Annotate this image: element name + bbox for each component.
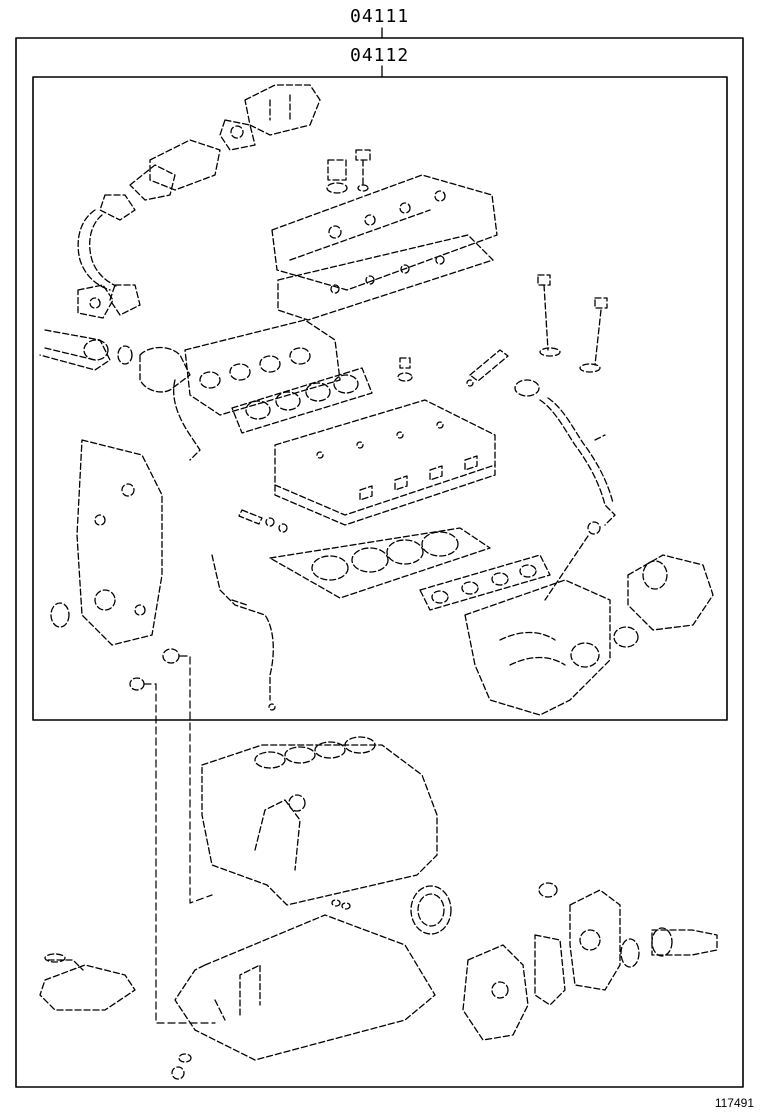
water-pump-gasket	[534, 934, 566, 1006]
intake-manifold	[464, 579, 611, 716]
connection-leaders	[143, 655, 216, 1024]
head-cover-gasket	[277, 234, 494, 321]
water-inlet-pipe	[651, 927, 718, 957]
camshaft-bolt	[238, 509, 288, 533]
fuel-injector	[466, 349, 509, 387]
egr-pipe-assembly	[77, 84, 321, 319]
exhaust-valve	[579, 297, 608, 373]
thermostat-gasket	[620, 938, 640, 968]
intake-valve	[537, 274, 561, 357]
intake-o-ring-leader	[544, 535, 589, 601]
cover-bolt	[355, 149, 371, 192]
cylinder-head-cover	[271, 174, 498, 291]
exhaust-ring-gasket	[117, 345, 133, 365]
cylinder-head	[274, 399, 496, 526]
outer-kit-frame	[15, 37, 744, 1088]
exhaust-manifold	[139, 319, 341, 461]
timing-o-ring-1	[162, 648, 180, 664]
exhaust-manifold-gasket	[231, 367, 373, 434]
water-pump-o-ring	[538, 882, 558, 898]
drain-plug-gasket	[178, 1053, 192, 1063]
exhaust-pipe-stub	[39, 329, 133, 371]
oil-filler-cap	[326, 159, 348, 194]
cylinder-block	[201, 736, 438, 906]
crank-oil-seal	[50, 602, 70, 628]
timing-o-ring-2	[129, 677, 145, 691]
oil-dipstick-guide	[211, 554, 276, 711]
head-bolt	[397, 357, 413, 382]
inner-kit-frame	[32, 76, 728, 721]
intake-o-ring	[587, 521, 601, 535]
oil-pan-washer-2	[341, 902, 351, 910]
intake-manifold-gasket	[419, 554, 551, 611]
water-pump	[462, 944, 529, 1041]
rear-crank-oil-seal	[410, 885, 452, 935]
outer-kit-part-number: 04111	[350, 6, 410, 27]
leader-to-oil-pan	[143, 683, 216, 1024]
outer-kit-parts	[39, 736, 718, 1080]
oil-pan	[174, 914, 436, 1061]
cylinder-head-gasket	[269, 527, 491, 599]
illustration-reference-number: 117491	[714, 1096, 754, 1110]
oil-pipe-right	[514, 379, 616, 526]
oil-pan-washer-1	[331, 899, 341, 907]
drain-plug	[171, 1066, 185, 1080]
inner-kit-part-number: 04112	[350, 45, 410, 66]
inner-kit-parts	[39, 84, 714, 716]
throttle-gasket	[613, 626, 639, 648]
oil-strainer	[39, 953, 136, 1011]
leader-to-cylinder-block	[179, 655, 213, 904]
timing-chain-cover	[76, 439, 163, 646]
throttle-body	[627, 554, 714, 631]
water-outlet-housing	[569, 889, 621, 991]
